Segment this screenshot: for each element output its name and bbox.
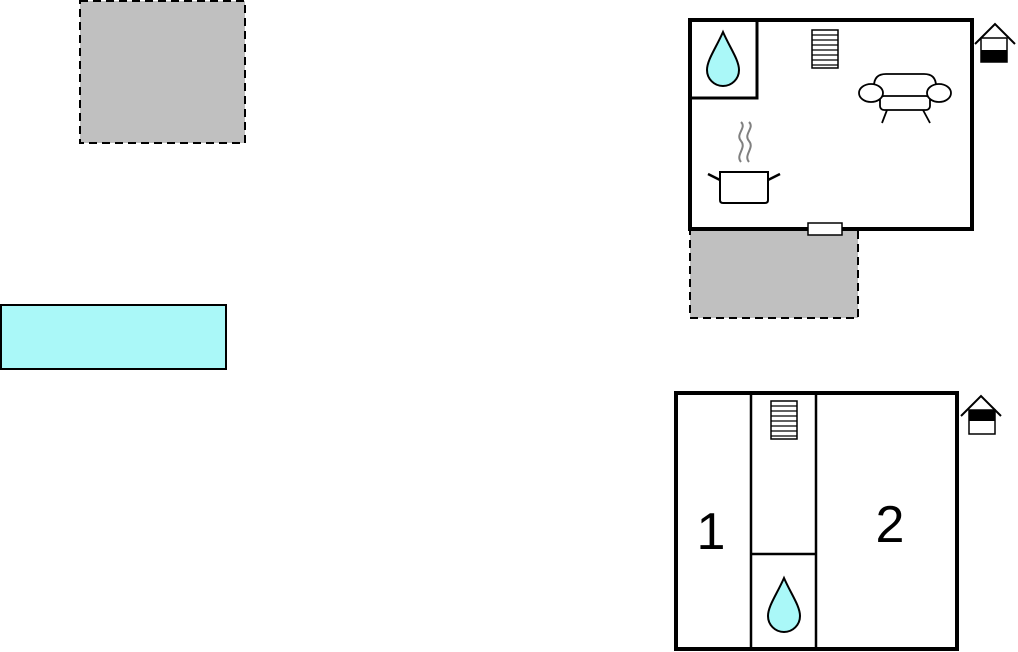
water-drop-icon [705, 29, 741, 87]
room-label-1: 1 [697, 503, 726, 561]
stairs-icon [811, 29, 839, 69]
sofa-icon [858, 73, 952, 124]
pool [0, 304, 227, 370]
room-label-2: 2 [876, 496, 905, 554]
floor-indicator-house-icon [960, 394, 1002, 435]
door-icon [807, 222, 843, 236]
bathroom-partition [690, 20, 759, 100]
terrace-ground-floor [689, 229, 859, 319]
cooking-pot-icon [707, 121, 781, 204]
water-drop-icon [766, 575, 802, 633]
stairs-icon [770, 400, 798, 440]
terrace-top-left [79, 0, 246, 144]
ground-floor [688, 18, 1016, 319]
floor-indicator-house-icon [974, 22, 1016, 63]
upper-floor: 1 2 [674, 391, 1002, 651]
